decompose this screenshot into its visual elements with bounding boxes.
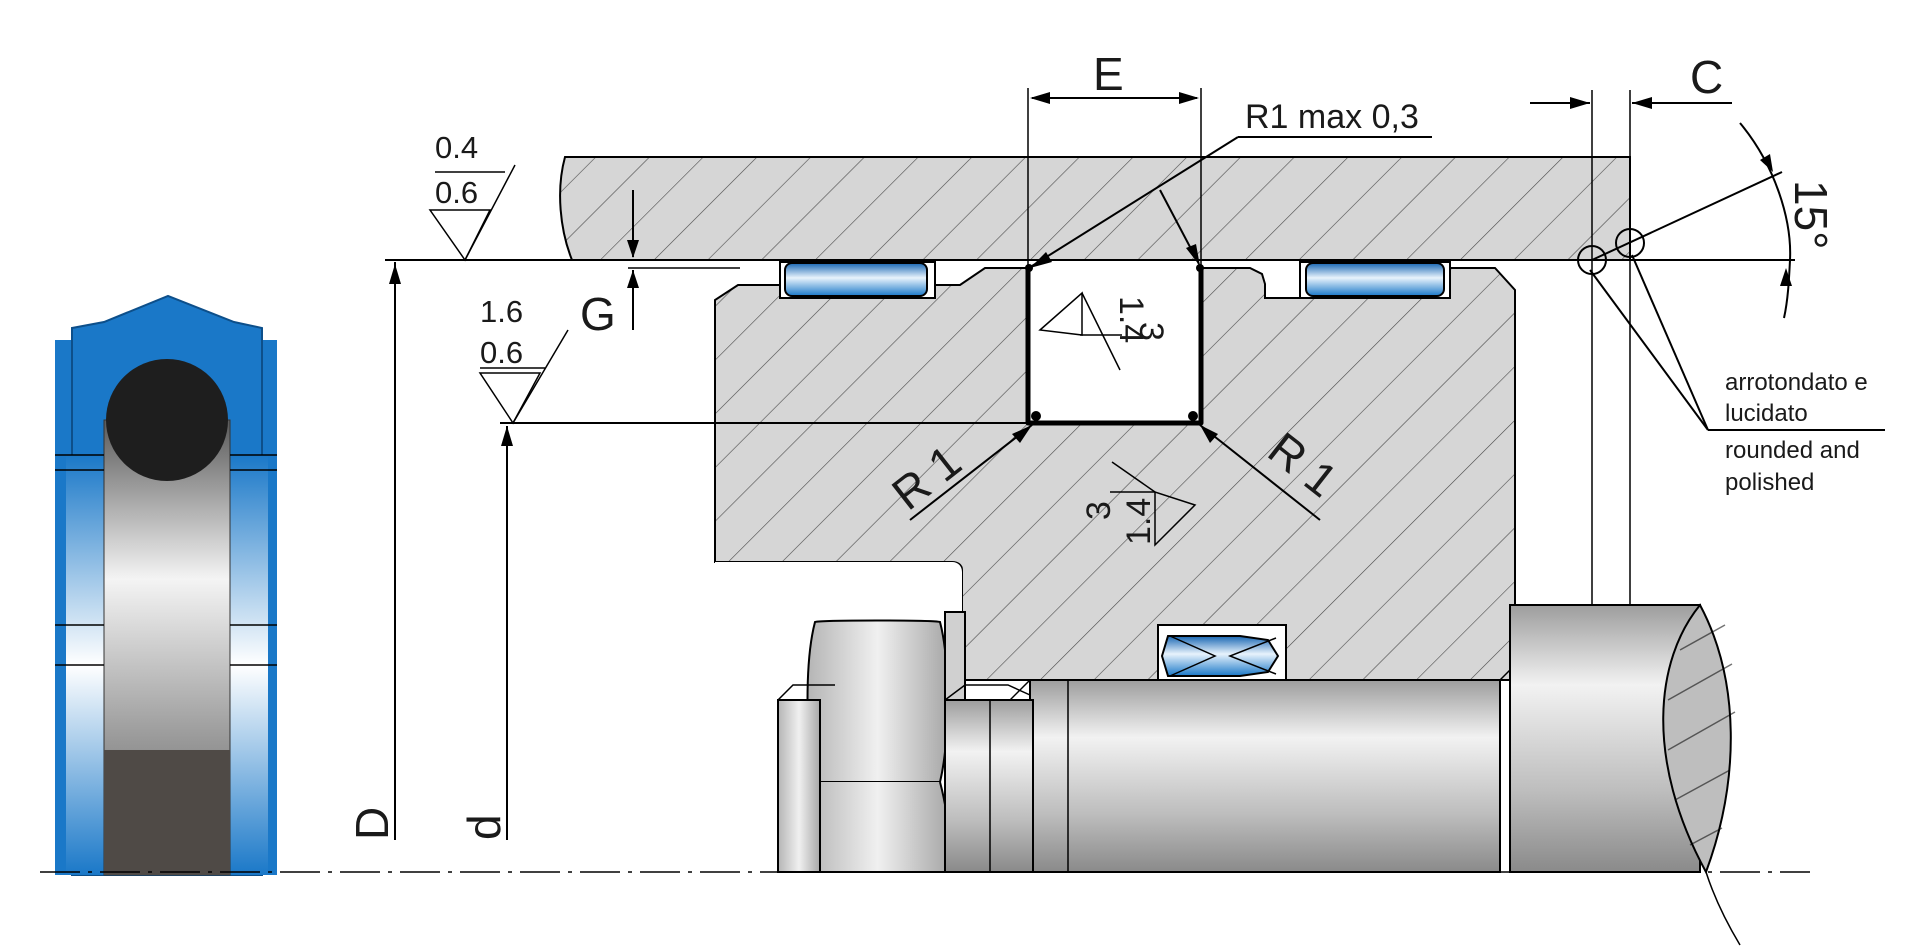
o-ring	[106, 359, 228, 481]
note-italian-line2: lucidato	[1725, 400, 1808, 427]
roughness-groove-inner-b: 3	[1132, 322, 1170, 341]
roughness-groove-lower-b: 1.4	[1120, 498, 1158, 545]
roughness-housing-bottom: 0.6	[435, 175, 478, 210]
piston-rod	[999, 603, 1741, 946]
roughness-symbol-housing: 0.4 0.6	[428, 130, 516, 262]
roughness-rod-top: 1.6	[480, 294, 523, 329]
surface-note: arrotondato e lucidato rounded and polis…	[1725, 369, 1868, 496]
label-e: E	[1093, 48, 1124, 100]
rod-seal	[1160, 635, 1280, 677]
label-g: G	[580, 288, 616, 340]
guide-ring-right	[1305, 262, 1445, 297]
dimension-lines	[385, 88, 1885, 840]
seal-profile-illustration	[55, 294, 277, 876]
note-english-line2: polished	[1725, 469, 1814, 496]
roughness-symbol-groove-lower: 3 1.4	[1080, 461, 1197, 547]
roughness-rod-bottom: 0.6	[480, 335, 523, 370]
roughness-groove-inner-a: 1.4	[1112, 296, 1150, 343]
guide-ring-left	[784, 262, 928, 297]
label-d: d	[458, 814, 510, 840]
roughness-housing-top: 0.4	[435, 130, 478, 165]
roughness-symbol-rod: 1.6 0.6	[478, 294, 569, 425]
label-D: D	[346, 807, 398, 840]
roughness-symbol-groove-inner: 1.4 3	[1038, 291, 1170, 371]
lock-nut	[777, 611, 1034, 873]
housing-bore	[559, 156, 1631, 261]
note-italian-line1: arrotondato e	[1725, 369, 1868, 396]
label-angle: 15°	[1785, 180, 1837, 250]
label-radius-max: R1 max 0,3	[1245, 98, 1419, 136]
roughness-groove-lower-a: 3	[1080, 501, 1118, 520]
note-english-line1: rounded and	[1725, 437, 1860, 464]
label-c: C	[1690, 51, 1723, 103]
